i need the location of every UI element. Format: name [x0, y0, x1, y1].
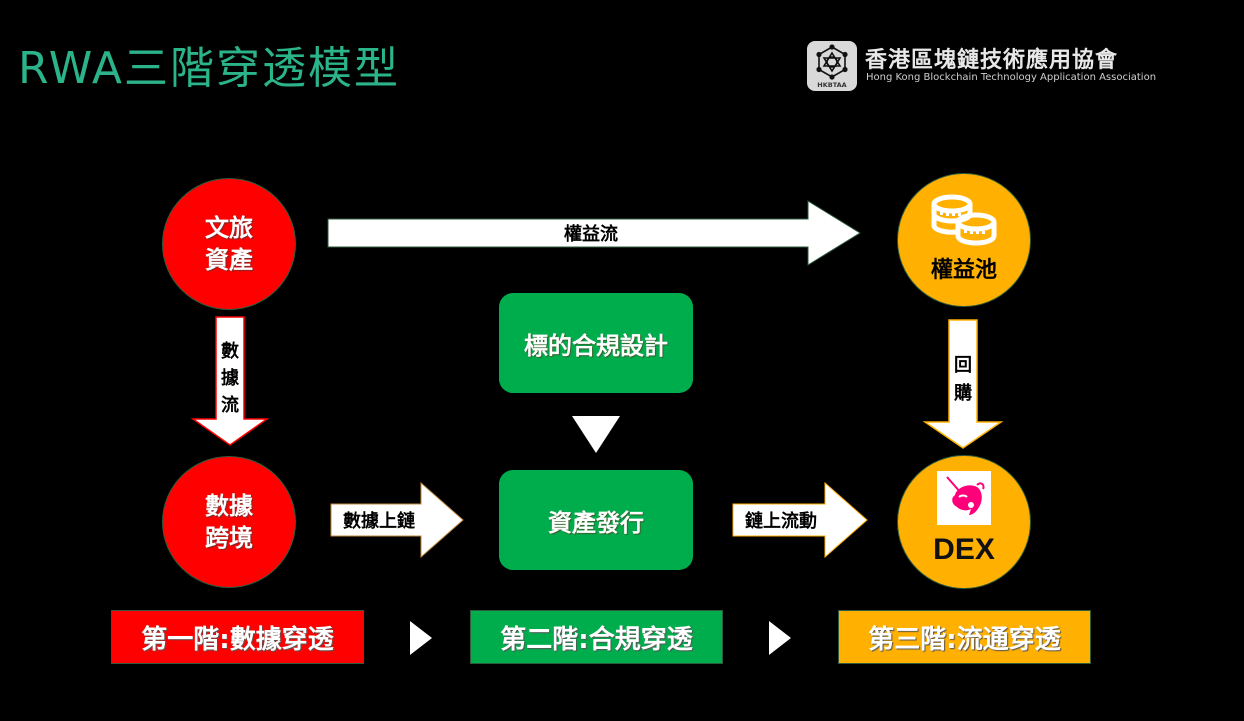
uniswap-unicorn-icon: [937, 471, 991, 525]
arrow-onchain-liquidity-label: 鏈上流動: [745, 511, 817, 532]
node-dex-label: DEX: [933, 533, 995, 566]
arrow-equity-flow: [327, 200, 861, 266]
arrow-triangle-down: [572, 416, 620, 453]
node-equity-pool: 權益池: [897, 173, 1031, 307]
arrow-data-onchain: [330, 481, 464, 559]
node-dex: DEX: [897, 455, 1031, 589]
hkbtaa-logo: HKBTAA: [807, 41, 857, 91]
node-tourism-assets: 文旅 資產: [162, 178, 296, 310]
node-data-crossborder: 數據 跨境: [162, 456, 296, 588]
arrow-buyback-char: 購: [954, 383, 972, 404]
logo-name-en: Hong Kong Blockchain Technology Applicat…: [866, 72, 1157, 83]
stage-3: 第三階:流通穿透: [838, 610, 1091, 664]
node-equity-pool-label: 權益池: [930, 258, 997, 283]
node-data-crossborder-line2: 跨境: [205, 524, 253, 552]
box-compliance-design: 標的合規設計: [499, 293, 693, 393]
arrow-data-flow: [190, 316, 270, 446]
arrow-onchain-liquidity: [732, 481, 868, 559]
arrow-equity-flow-label: 權益流: [564, 224, 618, 245]
arrow-data-flow-char: 流: [221, 395, 239, 416]
logo-badge-text: HKBTAA: [817, 81, 847, 89]
stage-2: 第二階:合規穿透: [470, 610, 723, 664]
arrow-data-flow-char: 據: [221, 368, 239, 389]
stage-arrow-1: [410, 621, 432, 655]
page-title: RWA三階穿透模型: [18, 43, 400, 94]
node-tourism-assets-line2: 資產: [205, 246, 253, 274]
node-data-crossborder-line1: 數據: [205, 492, 253, 520]
arrow-buyback-label: 回 購: [949, 352, 977, 408]
arrow-buyback-char: 回: [954, 355, 972, 376]
stage-arrow-2: [769, 621, 791, 655]
box-asset-issuance: 資產發行: [499, 470, 693, 570]
arrow-data-flow-label: 數 據 流: [216, 338, 244, 419]
coins-stack-icon: [931, 194, 997, 246]
logo-name-cn: 香港區塊鏈技術應用協會: [865, 48, 1119, 73]
arrow-buyback: [922, 319, 1004, 449]
node-tourism-assets-line1: 文旅: [205, 214, 253, 242]
arrow-data-onchain-label: 數據上鏈: [343, 511, 415, 532]
arrow-data-flow-char: 數: [221, 341, 239, 362]
network-hexagon-icon: [816, 44, 848, 80]
stage-1: 第一階:數據穿透: [111, 610, 364, 664]
